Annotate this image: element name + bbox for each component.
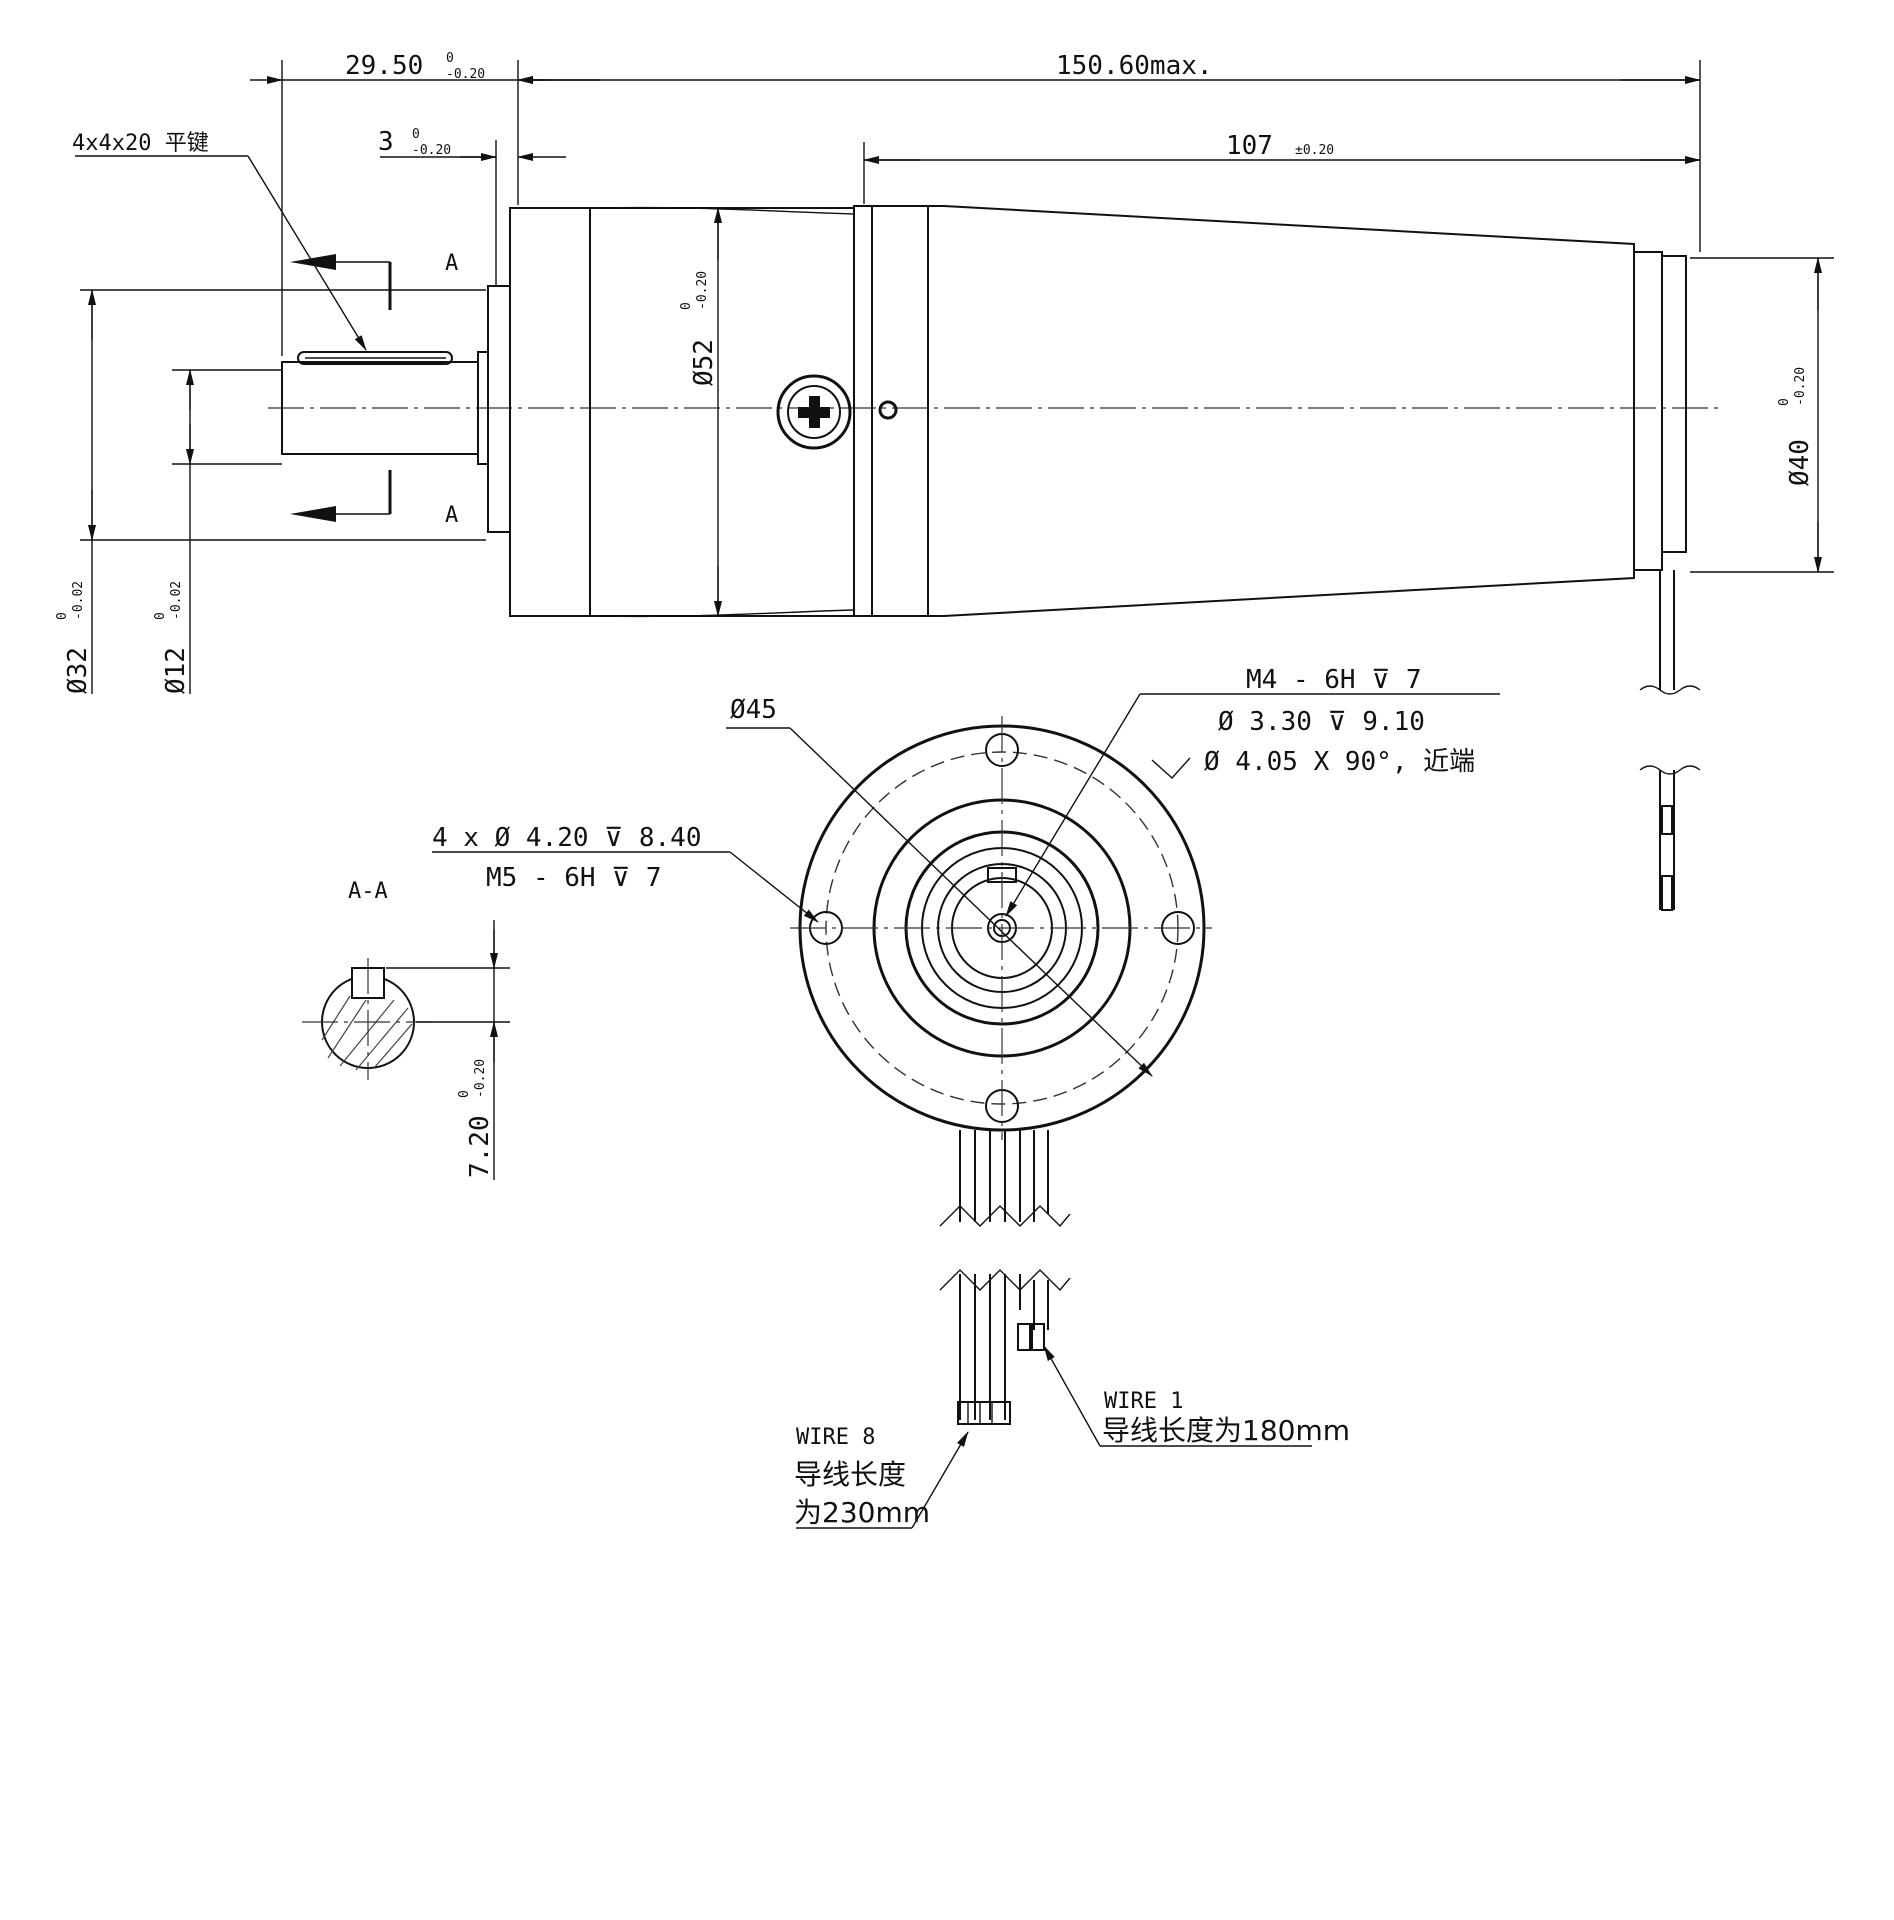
- shaft-diameter-value: Ø12: [161, 647, 191, 694]
- svg-text:0: 0: [446, 51, 454, 66]
- svg-text:-0.20: -0.20: [446, 67, 485, 82]
- key-spec-label: 4x4x20 平键: [72, 131, 209, 156]
- svg-text:0: 0: [153, 612, 168, 620]
- overall-length-value: 150.60max.: [1056, 51, 1213, 81]
- section-mark-top: A: [445, 251, 458, 276]
- wire8-length-line2: 为230mm: [794, 1496, 930, 1529]
- dim-body-diameter: Ø52 0 -0.20: [679, 207, 722, 617]
- svg-text:-0.20: -0.20: [412, 143, 451, 158]
- section-view-a-a: A-A 7.20 0 -0.20: [302, 879, 510, 1180]
- pilot-diameter-value: Ø32: [63, 647, 93, 694]
- svg-text:0: 0: [55, 612, 70, 620]
- section-marker-bottom: A: [290, 470, 458, 528]
- svg-text:-0.20: -0.20: [473, 1059, 488, 1098]
- flange-thickness-value: 3: [378, 127, 394, 157]
- coupling-ring: [853, 205, 873, 617]
- side-view: A A 4x4x20 平键 29.50 0 -0.20: [55, 51, 1834, 911]
- motor-length-value: 107: [1226, 131, 1273, 161]
- dim-shaft-length: 29.50 0 -0.20: [250, 51, 550, 356]
- center-thread-label: M4 - 6H ⊽ 7: [1246, 665, 1422, 695]
- pilot-boss: [487, 285, 511, 533]
- svg-text:0: 0: [679, 302, 694, 310]
- section-view-label: A-A: [348, 879, 388, 904]
- front-view: Ø45 M4 - 6H ⊽ 7 Ø 3.30 ⊽ 9.10 Ø 4.05 X 9…: [432, 665, 1500, 1529]
- body-diameter-value: Ø52: [689, 339, 719, 386]
- dim-flange-thickness: 3 0 -0.20: [378, 127, 566, 286]
- wire1-title: WIRE 1: [1104, 1389, 1183, 1414]
- wire1-length: 导线长度为180mm: [1102, 1414, 1350, 1447]
- center-chamfer-label: Ø 4.05 X 90°, 近端: [1204, 747, 1475, 777]
- svg-text:0: 0: [1777, 398, 1792, 406]
- svg-text:0: 0: [412, 127, 420, 142]
- section-mark-bottom: A: [445, 503, 458, 528]
- end-cover: [1661, 255, 1687, 553]
- dim-motor-length: 107 ±0.20: [863, 131, 1701, 204]
- side-wire: [1639, 570, 1701, 911]
- end-cap: [1633, 251, 1663, 571]
- mount-holes-label: 4 x Ø 4.20 ⊽ 8.40: [432, 823, 701, 853]
- key-depth-value: 7.20: [465, 1115, 495, 1178]
- svg-text:±0.20: ±0.20: [1295, 143, 1334, 158]
- cross-screw-icon: [776, 374, 852, 450]
- dim-overall-length: 150.60max.: [517, 51, 1701, 252]
- svg-text:-0.20: -0.20: [695, 271, 710, 310]
- small-hole: [878, 400, 898, 420]
- wire8-title: WIRE 8: [796, 1425, 875, 1450]
- motor-body: [872, 205, 1635, 617]
- pcd-label: Ø45: [730, 695, 777, 725]
- dim-end-diameter: Ø40 0 -0.20: [1690, 257, 1834, 573]
- front-cable: [939, 1130, 1071, 1425]
- svg-text:-0.02: -0.02: [169, 581, 184, 620]
- shaft-key: [297, 351, 453, 365]
- center-drill-label: Ø 3.30 ⊽ 9.10: [1218, 707, 1425, 737]
- svg-text:-0.20: -0.20: [1793, 367, 1808, 406]
- mount-thread-label: M5 - 6H ⊽ 7: [486, 863, 662, 893]
- svg-text:0: 0: [457, 1090, 472, 1098]
- dim-pilot-diameter: Ø32 0 -0.02: [55, 289, 486, 694]
- wire8-length-line1: 导线长度: [794, 1458, 906, 1491]
- svg-text:-0.02: -0.02: [71, 581, 86, 620]
- end-diameter-value: Ø40: [1785, 439, 1815, 486]
- dim-shaft-diameter: Ø12 0 -0.02: [153, 369, 282, 694]
- shaft-length-value: 29.50: [345, 51, 423, 81]
- section-marker-top: A: [290, 251, 458, 310]
